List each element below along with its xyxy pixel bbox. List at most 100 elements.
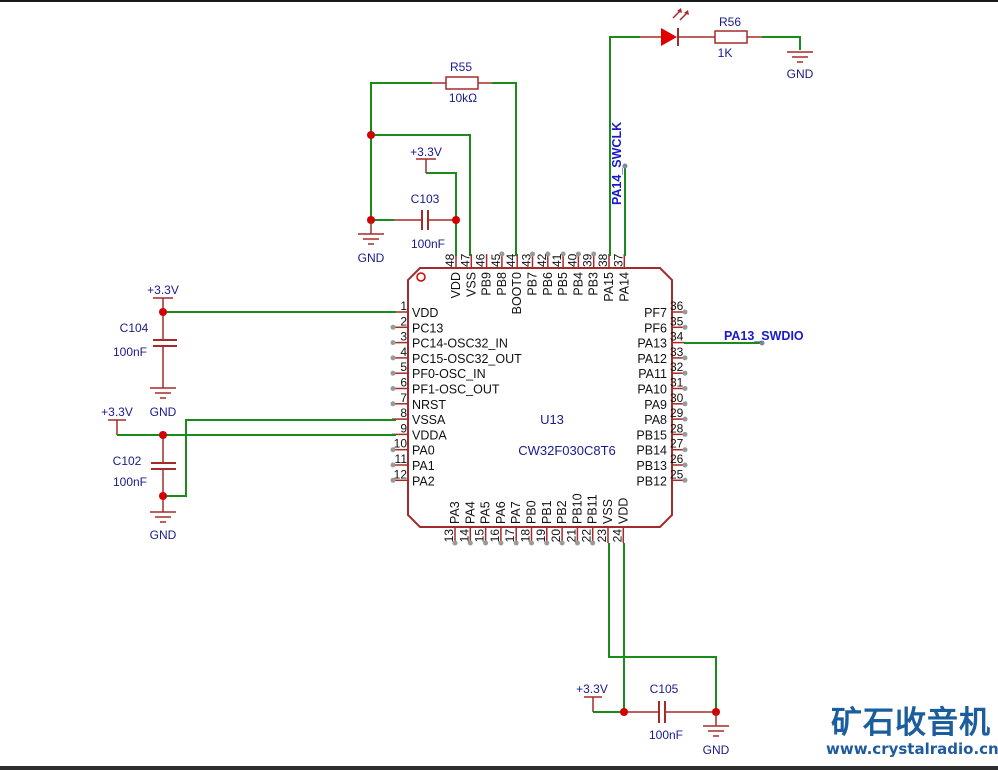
- pin-endpoint: [682, 324, 688, 330]
- wire-r55-boot0: [492, 82, 517, 256]
- pin-number: 43: [520, 253, 534, 267]
- pin-name: PB13: [636, 459, 667, 473]
- pin-number: 5: [400, 360, 407, 374]
- pin-number: 39: [581, 253, 595, 267]
- pin-name: PF6: [644, 321, 667, 335]
- junction: [620, 708, 628, 716]
- gnd-symbol: [703, 725, 729, 737]
- pin-number: 19: [534, 529, 548, 543]
- pin-name: PB5: [556, 272, 570, 296]
- pin-endpoint: [682, 462, 688, 468]
- wire-r55-left: [370, 82, 432, 220]
- pin-number: 24: [610, 529, 624, 543]
- pin-number: 38: [596, 253, 610, 267]
- pin-endpoint: [483, 540, 489, 546]
- pin-endpoint: [682, 401, 688, 407]
- pin-number: 9: [400, 421, 407, 435]
- watermark-url: www.crystalradio.cn: [826, 740, 998, 758]
- pin-name: PA11: [638, 367, 667, 381]
- c104-group: +3.3V C104 100nF GND: [113, 283, 396, 419]
- gnd-label: GND: [150, 528, 177, 542]
- pin-name: PC14-OSC32_IN: [412, 337, 508, 351]
- pin-number: 40: [565, 253, 579, 267]
- pin-name: PB2: [555, 500, 569, 524]
- c104-ref: C104: [120, 321, 149, 335]
- pin-name: VSS: [601, 499, 615, 524]
- pin-name: PF0-OSC_IN: [412, 367, 486, 381]
- arrowhead-1: [677, 8, 682, 13]
- pin-endpoint: [390, 477, 396, 483]
- bottom-pins: 13PA314PA415PA516PA617PA718PB019PB120PB2…: [442, 493, 630, 546]
- pin-number: 14: [457, 529, 471, 543]
- pin-name: PB4: [571, 272, 585, 296]
- pin-number: 7: [400, 391, 407, 405]
- pin-number: 36: [670, 299, 684, 313]
- pin-number: 10: [394, 437, 408, 451]
- c105-vcc-label: +3.3V: [576, 682, 608, 696]
- pin-number: 42: [535, 253, 549, 267]
- pin-endpoint: [682, 370, 688, 376]
- pin-name: PA14: [617, 272, 631, 302]
- pin-name: PA7: [509, 501, 523, 524]
- pin-endpoint: [390, 386, 396, 391]
- pin-number: 29: [670, 406, 684, 420]
- junction: [159, 492, 167, 500]
- pin-name: PC13: [412, 321, 443, 335]
- pin-name: PB14: [636, 444, 667, 458]
- led-group: R56 1K GND: [609, 8, 814, 256]
- wire-vcc-pin48: [426, 172, 457, 256]
- pin-endpoint: [544, 540, 550, 546]
- chip-ref: U13: [540, 412, 564, 427]
- pin-number: 21: [564, 529, 578, 543]
- pin-number: 30: [670, 391, 684, 405]
- pin1-marker: [416, 272, 426, 282]
- junction: [159, 308, 167, 316]
- pin-name: VSS: [464, 272, 478, 297]
- wire-vss-pin23: [608, 543, 717, 712]
- pin-name: PA8: [644, 413, 667, 427]
- pin-name: PB15: [636, 428, 667, 442]
- gnd-symbol: [150, 387, 176, 399]
- wire-vssa-pin8: [163, 419, 396, 497]
- pin-name: PA12: [637, 352, 667, 366]
- pin-number: 1: [400, 299, 407, 313]
- gnd-symbol: [358, 233, 384, 245]
- c102-ref: C102: [113, 454, 142, 468]
- pin-number: 26: [670, 452, 684, 466]
- pin-name: PA0: [412, 444, 435, 458]
- pin-number: 32: [670, 360, 684, 374]
- pin-endpoint: [682, 447, 688, 453]
- pin-name: PA4: [463, 501, 477, 524]
- watermark-logo: 矿石收音机 www.crystalradio.cn: [826, 706, 998, 758]
- pin-endpoint: [560, 251, 566, 257]
- gnd-symbol: [150, 511, 176, 523]
- pin-number: 47: [458, 253, 472, 267]
- pin-name: PA10: [637, 383, 667, 397]
- chip-body: [407, 267, 673, 528]
- pin-endpoint: [390, 370, 396, 376]
- pin-endpoint: [390, 447, 396, 453]
- pin-number: 11: [395, 452, 408, 466]
- pin-name: PB1: [540, 500, 554, 524]
- pin-endpoint: [452, 540, 458, 546]
- pin-name: PA15: [602, 272, 616, 302]
- pin-endpoint: [591, 251, 597, 257]
- c105-group: +3.3V C105 100nF GND: [576, 543, 730, 757]
- pin-name: BOOT0: [510, 272, 524, 314]
- r55-resistor: [445, 76, 479, 90]
- gnd-label: GND: [703, 743, 730, 757]
